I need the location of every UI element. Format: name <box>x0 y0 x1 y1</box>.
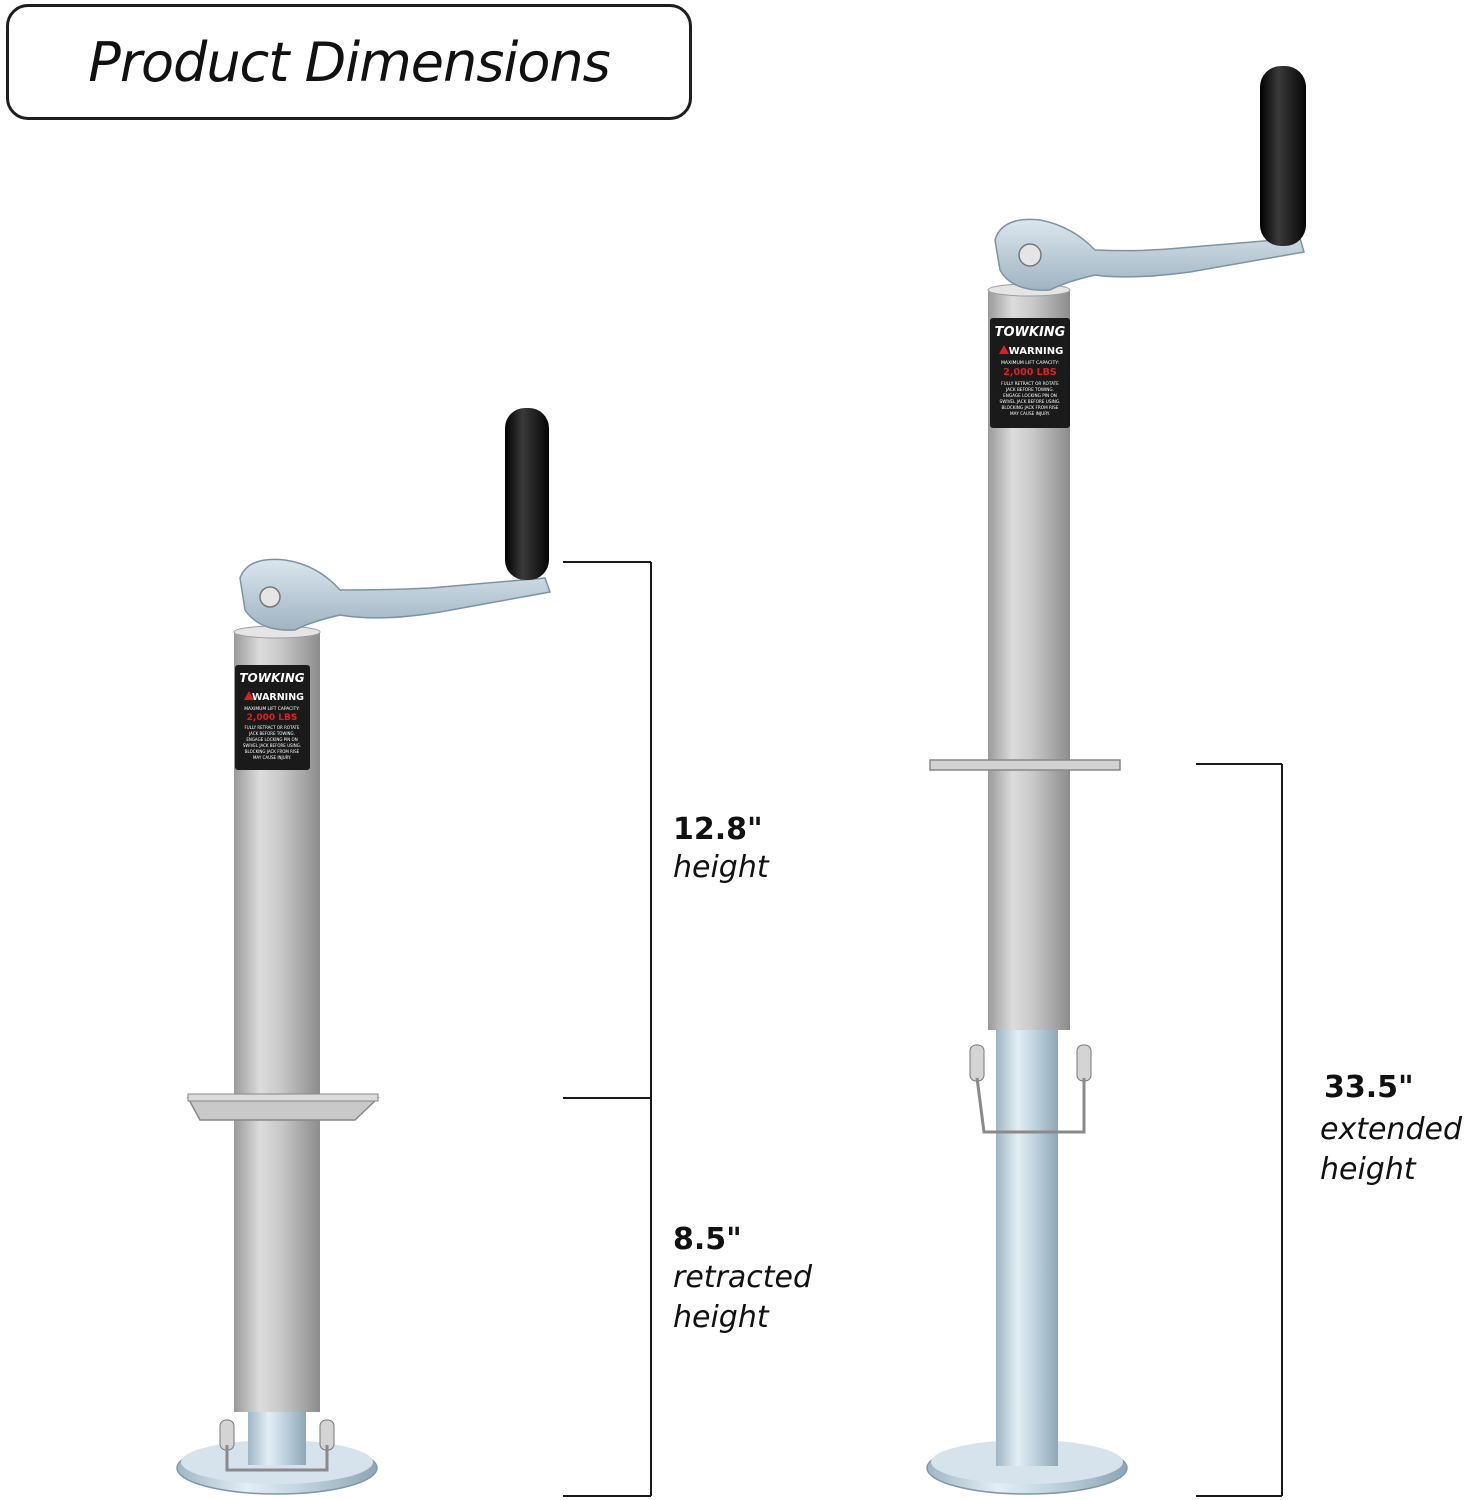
upper-height-label: height <box>673 850 769 885</box>
extended-height-label-2: height <box>1320 1152 1416 1187</box>
left-jack: TOWKING WARNING MAXIMUM LIFT CAPACITY: 2… <box>176 408 552 1495</box>
left-warning-line: MAY CAUSE INJURY. <box>253 755 291 760</box>
left-warning-title: WARNING <box>252 692 304 703</box>
dimension-bracket-left <box>563 561 652 1497</box>
right-warning-line: FULLY RETRACT OR ROTATE <box>1001 381 1059 386</box>
left-warning-icon <box>244 691 254 700</box>
upper-height-value: 12.8" <box>673 812 763 847</box>
page-title: Product Dimensions <box>88 30 610 94</box>
right-capacity-value: 2,000 LBS <box>1003 367 1057 378</box>
retracted-height-label-1: retracted <box>673 1260 813 1295</box>
left-warning-line: BLOCKING JACK FROM RISE <box>245 749 300 754</box>
left-capacity-value: 2,000 LBS <box>247 713 298 723</box>
extended-height-label-1: extended <box>1320 1112 1462 1147</box>
right-capacity-caption: MAXIMUM LIFT CAPACITY: <box>1001 360 1060 366</box>
right-locking-pin <box>969 1044 1092 1134</box>
right-jack: TOWKING WARNING MAXIMUM LIFT CAPACITY: 2… <box>926 66 1306 1495</box>
left-locking-pin <box>219 1419 335 1472</box>
title-box: Product Dimensions <box>6 4 692 120</box>
left-warning-line: JACK BEFORE TOWING. <box>248 731 295 736</box>
left-crank-arm <box>239 558 552 631</box>
right-mounting-plate <box>929 759 1121 771</box>
left-warning-line: ENGAGE LOCKING PIN ON <box>246 737 297 742</box>
right-warning-title: WARNING <box>1009 346 1064 357</box>
right-inner-leg <box>996 1028 1058 1466</box>
left-warning-line: SWIVEL JACK BEFORE USING. <box>243 743 301 748</box>
left-crank-knob <box>505 408 549 580</box>
right-warning-line: ENGAGE LOCKING PIN ON <box>1003 393 1057 398</box>
right-brand-logo: TOWKING <box>995 325 1066 340</box>
right-crank-bolt-icon <box>1018 243 1042 267</box>
left-capacity-caption: MAXIMUM LIFT CAPACITY: <box>244 706 300 712</box>
left-crank-bolt-icon <box>259 586 281 608</box>
left-warning-line: FULLY RETRACT OR ROTATE <box>244 725 300 730</box>
right-warning-icon <box>999 345 1009 354</box>
retracted-height-value: 8.5" <box>673 1222 742 1257</box>
left-warning-label: TOWKING WARNING MAXIMUM LIFT CAPACITY: 2… <box>235 665 310 770</box>
right-crank-arm <box>994 218 1305 291</box>
right-crank-knob <box>1260 66 1306 246</box>
right-warning-label: TOWKING WARNING MAXIMUM LIFT CAPACITY: 2… <box>990 318 1070 428</box>
right-warning-line: BLOCKING JACK FROM RISE <box>1002 405 1059 410</box>
right-warning-line: SWIVEL JACK BEFORE USING. <box>1000 399 1061 404</box>
retracted-height-label-2: height <box>673 1300 769 1335</box>
extended-height-value: 33.5" <box>1324 1070 1414 1105</box>
dimension-bracket-right <box>1196 763 1283 1497</box>
right-warning-line: JACK BEFORE TOWING. <box>1005 387 1054 392</box>
right-warning-line: MAY CAUSE INJURY. <box>1010 411 1050 416</box>
left-brand-logo: TOWKING <box>239 671 304 685</box>
